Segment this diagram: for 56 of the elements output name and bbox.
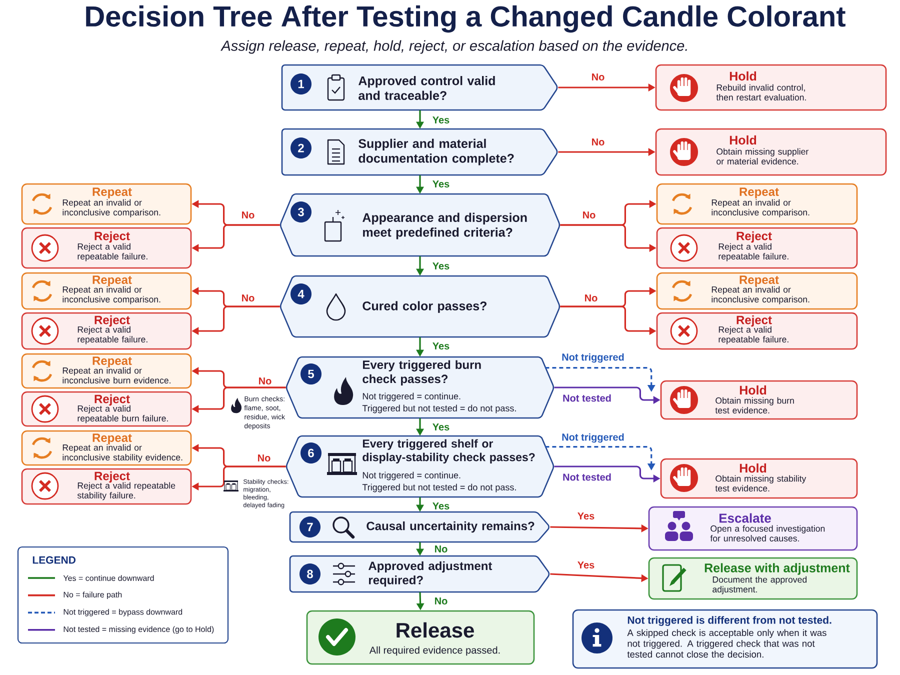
edge-label: No bbox=[583, 294, 599, 302]
edge-label: No bbox=[581, 210, 597, 220]
step-number: 3 bbox=[290, 202, 312, 222]
outcome-box: Reject Reject a valid repeatable failure. bbox=[656, 312, 858, 350]
outcome-box: Hold Obtain missing burn test evidence. bbox=[660, 380, 858, 420]
outcome-box: Repeat Repeat an invalid or inconclusive burn evidence. bbox=[21, 353, 192, 389]
subtitle: Assign release, repeat, hold, reject, or escalation based on the evidence. bbox=[220, 40, 687, 54]
outcome-box: Repeat Repeat an invalid or inconclusive comparison. bbox=[656, 183, 858, 225]
edge-label: Yes bbox=[431, 342, 451, 350]
edge-label: Not triggered bbox=[560, 432, 626, 444]
edge-label: No bbox=[590, 138, 606, 146]
outcome-box: Repeat Repeat an invalid or inconclusive comparison. bbox=[656, 272, 858, 310]
step-number: 5 bbox=[300, 364, 322, 384]
outcome-box: Reject Reject a valid repeatable burn failure. bbox=[21, 391, 192, 427]
edge-label: No bbox=[590, 72, 606, 82]
outcome-box: Escalate Open a focused investigation for unresolved causes. bbox=[648, 506, 858, 551]
outcome-box: Hold Obtain missing supplier or material evidence. bbox=[655, 128, 887, 176]
title: Decision Tree After Testing a Changed Candle Colorant bbox=[86, 5, 846, 33]
edge-label: Yes bbox=[576, 512, 596, 520]
outcome-box: Release with adjustment Document the approved adjustment. bbox=[648, 557, 858, 600]
edge-label: No bbox=[257, 376, 273, 386]
step-number: 6 bbox=[300, 442, 322, 464]
outcome-box: Repeat Repeat an invalid or inconclusive comparison. bbox=[21, 183, 192, 225]
step-number: 2 bbox=[290, 138, 312, 158]
legend-text: Yes = continue downward bbox=[63, 575, 154, 581]
edge-label: No bbox=[433, 544, 449, 554]
info-box: Not triggered is different from not tested. A skipped check is acceptable only when it was not triggered. A triggered check that was not tested cannot close the decision. bbox=[572, 609, 878, 669]
edge-label: No bbox=[256, 454, 272, 462]
step-number: 4 bbox=[290, 284, 312, 304]
edge-label: No bbox=[240, 294, 256, 302]
edge-label: Yes bbox=[576, 560, 596, 570]
step-number: 1 bbox=[290, 74, 312, 94]
edge-label: No bbox=[433, 596, 449, 606]
outcome-box: Repeat Repeat an invalid or inconclusive comparison. bbox=[21, 272, 192, 310]
outcome-box: Hold Rebuild invalid control, then restart evaluation. bbox=[655, 64, 887, 111]
outcome-box: Release All required evidence passed. bbox=[306, 610, 535, 665]
step-number: 7 bbox=[300, 516, 320, 538]
legend-text: Not triggered = bypass downward bbox=[64, 608, 182, 616]
edge-label: No bbox=[240, 210, 256, 220]
edge-label: Not tested bbox=[562, 393, 612, 403]
edge-label: Yes bbox=[431, 116, 451, 124]
outcome-box: Reject Reject a valid repeatable failure. bbox=[21, 312, 192, 350]
edge-label: Yes bbox=[431, 180, 451, 188]
outcome-box: Repeat Repeat an invalid or inconclusive stability evidence. bbox=[21, 430, 192, 466]
legend-text: No = failure path bbox=[64, 592, 122, 600]
legend-text: Not tested = missing evidence (go to Hold) bbox=[64, 626, 214, 634]
edge-label: Yes bbox=[431, 262, 451, 270]
outcome-box: Reject Reject a valid repeatable failure. bbox=[21, 227, 192, 269]
edge-label: Yes bbox=[431, 502, 451, 510]
edge-label: Not tested bbox=[562, 472, 612, 482]
outcome-box: Reject Reject a valid repeatable failure. bbox=[656, 227, 858, 269]
outcome-box: Hold Obtain missing stability test evidence. bbox=[660, 458, 858, 499]
outcome-box: Reject Reject a valid repeatable stability failure. bbox=[21, 468, 192, 505]
edge-label: Yes bbox=[431, 422, 451, 432]
edge-label: Not triggered bbox=[560, 352, 626, 364]
step-number: 8 bbox=[300, 564, 320, 584]
